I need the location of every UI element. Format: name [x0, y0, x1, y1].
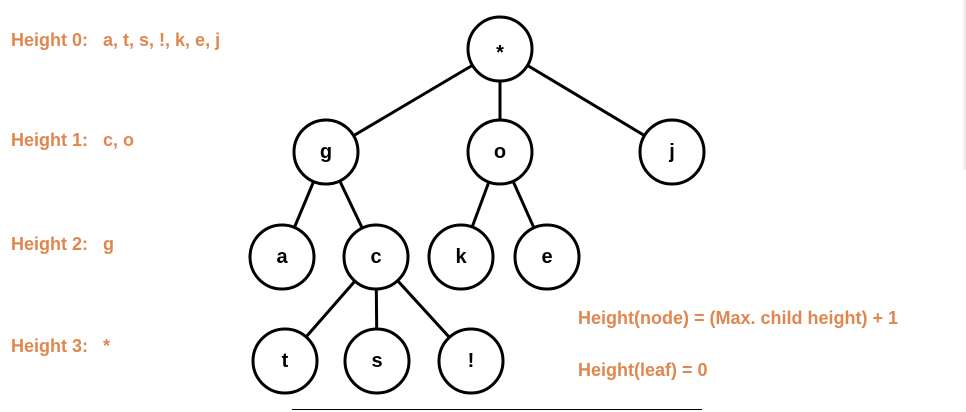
tree-node-label: g: [320, 141, 332, 163]
height-0-members: a, t, s, !, k, e, j: [103, 30, 221, 50]
tree-node-j: j: [638, 118, 706, 186]
tree-edge-root-g: [325, 47, 501, 154]
tree-node-label: e: [541, 246, 552, 268]
tree-node-label: s: [371, 350, 382, 372]
tree-node-label: k: [455, 246, 467, 268]
tree-node-circle: [466, 15, 534, 83]
height-2-members: g: [103, 234, 115, 254]
tree-node-circle: [466, 118, 534, 186]
tree-node-label: t: [282, 350, 289, 372]
height-2-label: Height 2: g: [11, 234, 114, 255]
height-3-label: Height 3: *: [11, 336, 110, 357]
tree-node-circle: [437, 327, 505, 395]
tree-node-circle: [427, 223, 495, 291]
bottom-divider: [292, 409, 702, 410]
tree-node-label: *: [496, 42, 504, 64]
height-0-label: Height 0: a, t, s, !, k, e, j: [11, 30, 220, 51]
tree-node-c: c: [342, 223, 410, 291]
tree-node-root: *: [466, 15, 534, 83]
formula-leaf-height: Height(leaf) = 0: [578, 360, 708, 380]
tree-node-label: a: [276, 246, 288, 268]
tree-nodes: * g o j a c k e t s!: [248, 15, 706, 395]
height-3-name: Height 3:: [11, 336, 89, 356]
height-1-members: c, o: [103, 130, 135, 150]
height-1-name: Height 1:: [11, 130, 89, 150]
formula-node-height: Height(node) = (Max. child height) + 1: [578, 308, 899, 328]
height-3-members: *: [103, 336, 111, 356]
tree-node-circle: [513, 223, 581, 291]
tree-node-circle: [343, 327, 411, 395]
height-1-label: Height 1: c, o: [11, 130, 134, 151]
tree-node-s: s: [343, 327, 411, 395]
tree-node-e: e: [513, 223, 581, 291]
tree-node-g: g: [292, 118, 360, 186]
tree-node-label: !: [468, 350, 475, 372]
tree-node-k: k: [427, 223, 495, 291]
height-2-name: Height 2:: [11, 234, 89, 254]
tree-node-o: o: [466, 118, 534, 186]
tree-node-circle: [292, 118, 360, 186]
tree-node-a: a: [248, 223, 316, 291]
tree-node-circle: [248, 223, 316, 291]
height-0-name: Height 0:: [11, 30, 89, 50]
tree-node-circle: [251, 327, 319, 395]
tree-node-label: j: [668, 141, 675, 163]
tree-node-label: c: [370, 246, 381, 268]
edge-shadow: [962, 0, 966, 170]
tree-node-label: o: [494, 141, 506, 163]
tree-node-bang: !: [437, 327, 505, 395]
tree-node-circle: [638, 118, 706, 186]
tree-node-circle: [342, 223, 410, 291]
tree-node-t: t: [251, 327, 319, 395]
tree-edges: [280, 47, 673, 363]
